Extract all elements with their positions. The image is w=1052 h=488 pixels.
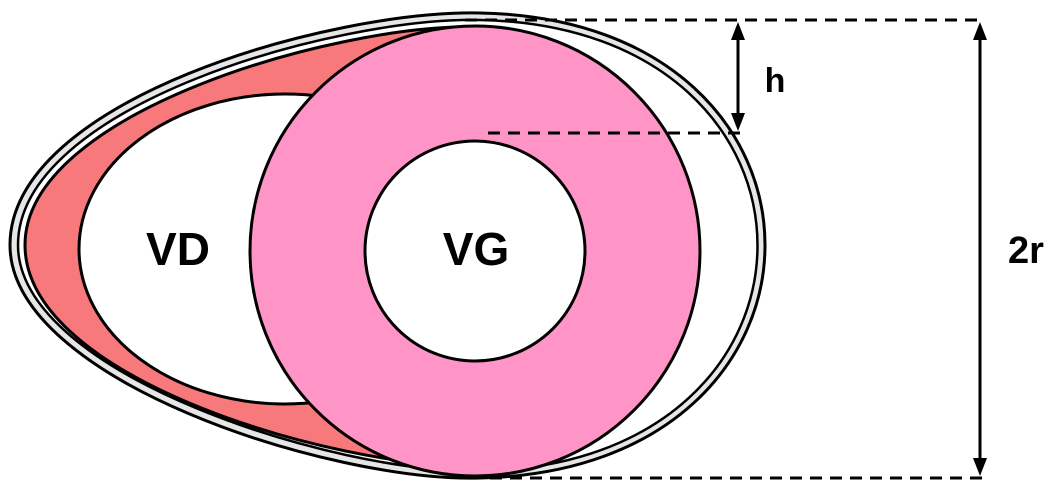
left-ventricle-cavity [363, 139, 587, 363]
label-h: h [765, 62, 786, 100]
diameter-arrow [973, 22, 987, 476]
label-vd: VD [146, 223, 210, 275]
label-2r: 2r [1008, 230, 1044, 272]
wall-thickness-arrow [731, 22, 745, 131]
label-vg: VG [443, 223, 509, 275]
